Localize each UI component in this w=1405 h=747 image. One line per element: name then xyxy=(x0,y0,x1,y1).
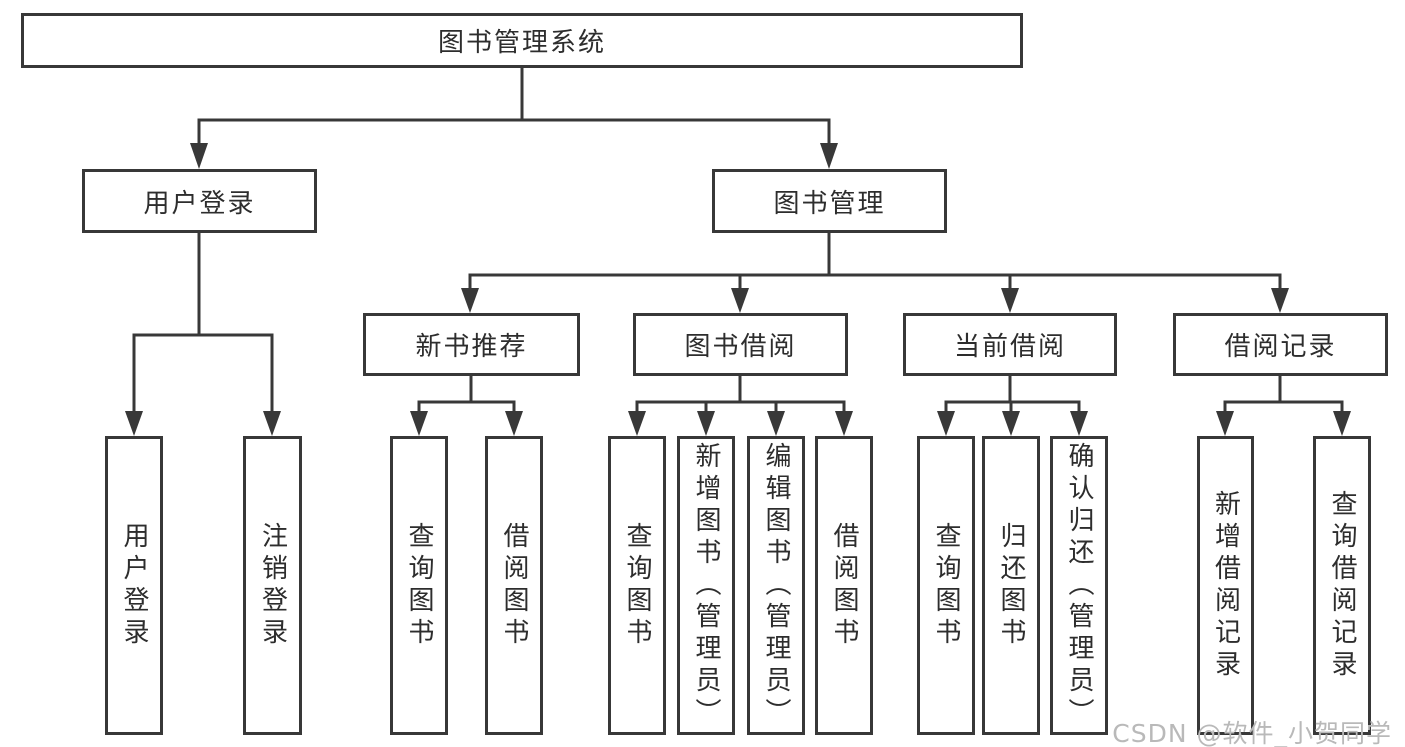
leaf-query-borrow-record-label: 查询借阅记录 xyxy=(1327,489,1357,682)
leaf-add-books-admin-label: 新增图书（管理员） xyxy=(691,441,721,730)
node-current-borrow: 当前借阅 xyxy=(903,313,1117,376)
leaf-confirm-return-admin: 确认归还（管理员） xyxy=(1050,436,1108,735)
leaf-user-login: 用户登录 xyxy=(105,436,163,735)
leaf-recommend-borrow-books-label: 借阅图书 xyxy=(499,521,529,650)
leaf-add-borrow-record: 新增借阅记录 xyxy=(1197,436,1254,735)
node-root-label: 图书管理系统 xyxy=(437,28,606,58)
node-root: 图书管理系统 xyxy=(21,13,1023,68)
node-borrow-records: 借阅记录 xyxy=(1173,313,1388,376)
leaf-add-books-admin: 新增图书（管理员） xyxy=(677,436,735,735)
leaf-return-books-label: 归还图书 xyxy=(996,521,1026,650)
leaf-add-borrow-record-label: 新增借阅记录 xyxy=(1210,489,1241,682)
node-new-book-recommend-label: 新书推荐 xyxy=(415,332,528,362)
arrowheads xyxy=(125,143,1351,436)
node-book-borrow-label: 图书借阅 xyxy=(684,332,797,362)
node-current-borrow-label: 当前借阅 xyxy=(953,332,1066,362)
leaf-recommend-query-books: 查询图书 xyxy=(390,436,448,735)
node-borrow-records-label: 借阅记录 xyxy=(1224,332,1337,362)
node-book-management-label: 图书管理 xyxy=(773,188,886,219)
node-new-book-recommend: 新书推荐 xyxy=(363,313,580,376)
node-book-management: 图书管理 xyxy=(712,169,947,233)
leaf-logout: 注销登录 xyxy=(243,436,302,735)
leaf-recommend-query-books-label: 查询图书 xyxy=(404,521,434,650)
node-user-login: 用户登录 xyxy=(82,169,317,233)
leaf-current-query-books: 查询图书 xyxy=(917,436,975,735)
node-book-borrow: 图书借阅 xyxy=(633,313,848,376)
leaf-borrow-books-label: 借阅图书 xyxy=(829,521,859,650)
leaf-edit-books-admin-label: 编辑图书（管理员） xyxy=(761,441,791,730)
leaf-confirm-return-admin-label: 确认归还（管理员） xyxy=(1064,441,1094,730)
leaf-query-borrow-record: 查询借阅记录 xyxy=(1313,436,1371,735)
leaf-current-query-books-label: 查询图书 xyxy=(931,521,961,650)
connector-segments xyxy=(132,68,1344,413)
leaf-user-login-label: 用户登录 xyxy=(119,521,149,650)
leaf-borrow-books: 借阅图书 xyxy=(815,436,873,735)
leaf-return-books: 归还图书 xyxy=(982,436,1040,735)
csdn-watermark: CSDN @软件_小贺同学 xyxy=(1112,719,1392,747)
leaf-edit-books-admin: 编辑图书（管理员） xyxy=(747,436,805,735)
leaf-logout-label: 注销登录 xyxy=(257,521,288,650)
node-user-login-label: 用户登录 xyxy=(143,188,256,219)
leaf-borrow-query-books-label: 查询图书 xyxy=(622,521,652,650)
leaf-borrow-query-books: 查询图书 xyxy=(608,436,666,735)
leaf-recommend-borrow-books: 借阅图书 xyxy=(485,436,543,735)
